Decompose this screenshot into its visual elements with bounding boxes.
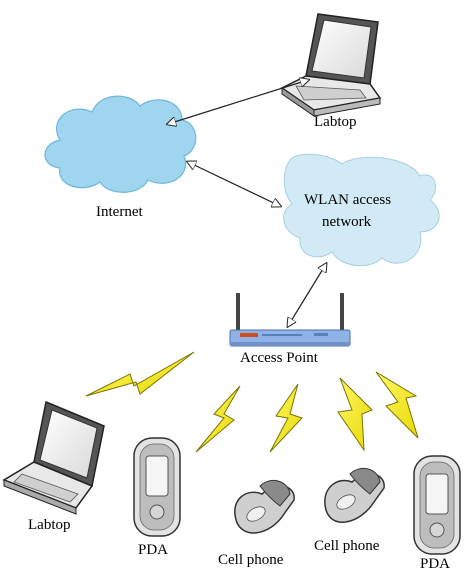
pda-right-icon xyxy=(413,455,461,555)
cell-phone-left-label: Cell phone xyxy=(218,552,284,568)
lightning-bolt-1-icon xyxy=(85,351,195,397)
lightning-bolt-4-icon xyxy=(337,377,373,452)
laptop-top-label: Labtop xyxy=(314,114,357,130)
cell-phone-right-label: Cell phone xyxy=(314,538,380,554)
laptop-bottom-icon xyxy=(2,400,105,515)
laptop-bottom-label: Labtop xyxy=(28,517,71,533)
link-wlan-accesspoint xyxy=(288,264,326,326)
access-point-router-icon xyxy=(229,293,351,347)
internet-cloud-icon xyxy=(44,95,197,193)
lightning-bolt-2-icon xyxy=(195,385,241,453)
cell-phone-left-icon xyxy=(234,479,295,534)
laptop-top-icon xyxy=(280,13,382,117)
wlan-cloud-icon xyxy=(283,153,440,267)
link-internet-wlan xyxy=(188,162,280,206)
wlan-label-line1: WLAN access xyxy=(304,192,392,208)
internet-label: Internet xyxy=(96,204,143,220)
pda-right-label: PDA xyxy=(420,556,451,572)
wlan-label-line2: network xyxy=(322,214,372,230)
lightning-bolt-5-icon xyxy=(375,371,419,439)
pda-left-label: PDA xyxy=(138,542,169,558)
pda-left-icon xyxy=(133,437,181,537)
cell-phone-right-icon xyxy=(324,467,385,523)
link-laptop-internet xyxy=(168,80,308,124)
lightning-bolt-3-icon xyxy=(269,383,303,453)
access-point-label: Access Point xyxy=(240,350,318,366)
